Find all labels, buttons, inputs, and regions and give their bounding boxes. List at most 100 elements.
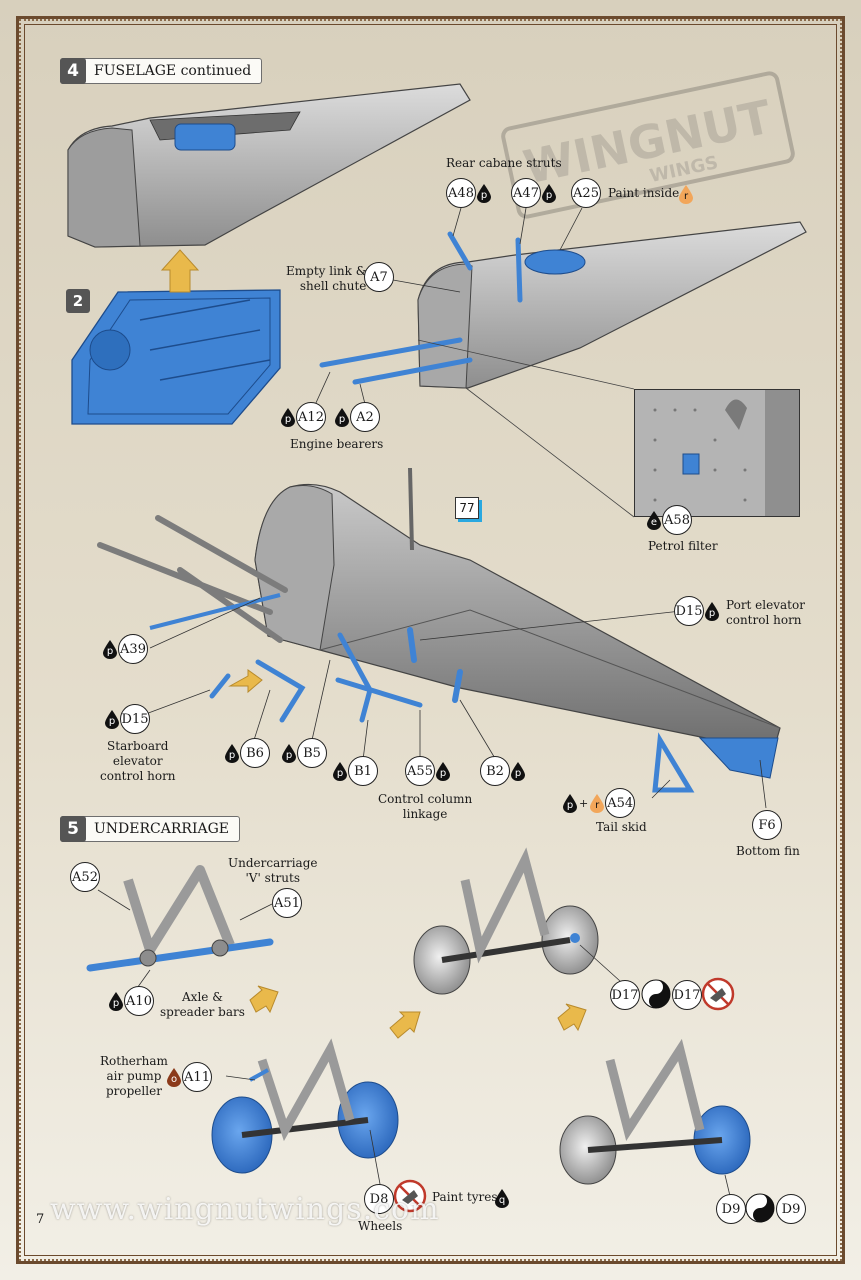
page-frame-inner bbox=[24, 24, 837, 1256]
part-d15-port: D15 p bbox=[674, 596, 720, 626]
step-number: 5 bbox=[60, 815, 86, 842]
arrow-down-right-2 bbox=[557, 1003, 587, 1032]
part-circle: A25 bbox=[571, 178, 601, 208]
label-line: 'V' struts bbox=[245, 871, 300, 885]
part-a55: A55 p bbox=[405, 756, 451, 786]
part-circle: A55 bbox=[405, 756, 435, 786]
part-circle: D17 bbox=[610, 980, 640, 1010]
part-circle: A7 bbox=[364, 262, 394, 292]
paint-drop-icon-r: r bbox=[678, 184, 694, 204]
label-tail-skid: Tail skid bbox=[596, 820, 647, 834]
part-a48: A48 p bbox=[446, 178, 492, 208]
step-5-header: 5 UNDERCARRIAGE bbox=[60, 815, 240, 842]
leader-lines-step5 bbox=[97, 889, 731, 1197]
paint-drop-icon: p bbox=[541, 183, 557, 203]
label-line: linkage bbox=[402, 807, 448, 821]
part-circle: A2 bbox=[350, 402, 380, 432]
label-paint-inside: Paint inside bbox=[608, 186, 680, 200]
blue-cockpit-frame bbox=[71, 289, 281, 425]
part-circle: A54 bbox=[605, 788, 636, 818]
fuselage-top-view bbox=[67, 83, 471, 248]
fuselage-main-view bbox=[97, 467, 781, 793]
part-a52: A52 bbox=[70, 862, 100, 892]
label-line: Undercarriage bbox=[228, 856, 318, 870]
part-b5: p B5 bbox=[281, 738, 327, 768]
part-b2: B2 p bbox=[480, 756, 526, 786]
part-a11: o A11 bbox=[166, 1062, 212, 1092]
part-d9-b: D9 bbox=[776, 1194, 806, 1224]
part-circle: A47 bbox=[511, 178, 541, 208]
label-starboard-horn: Starboard elevator control horn bbox=[100, 739, 176, 784]
paint-drop-icon-q: q bbox=[494, 1188, 510, 1208]
right-arrow-horn bbox=[228, 669, 263, 694]
two-tone-symbol-d17 bbox=[641, 979, 671, 1009]
label-wheels: Wheels bbox=[358, 1219, 403, 1233]
page-number: 7 bbox=[36, 1212, 45, 1227]
part-circle: A12 bbox=[296, 402, 326, 432]
part-d17-a: D17 bbox=[610, 980, 640, 1010]
part-circle: B2 bbox=[480, 756, 510, 786]
no-paint-symbol-d8 bbox=[393, 1179, 427, 1213]
undercarriage-blue-wheels bbox=[211, 1038, 399, 1174]
label-bottom-fin: Bottom fin bbox=[736, 844, 800, 858]
part-a2: p A2 bbox=[334, 402, 380, 432]
label-line: Starboard bbox=[107, 739, 169, 753]
paint-drop-icon: p bbox=[562, 793, 578, 813]
paint-drop-icon: p bbox=[332, 761, 348, 781]
part-circle: D8 bbox=[364, 1184, 394, 1214]
fuselage-with-struts bbox=[319, 221, 807, 518]
label-rear-cabane: Rear cabane struts bbox=[446, 156, 562, 170]
petrol-filter-inset bbox=[634, 389, 800, 517]
label-line: Rotherham bbox=[100, 1054, 168, 1068]
part-a54: p + r A54 bbox=[562, 788, 636, 818]
label-empty-link: Empty link & shell chute bbox=[286, 264, 366, 294]
part-circle: F6 bbox=[752, 810, 782, 840]
part-f6: F6 bbox=[752, 810, 782, 840]
wingnut-wings-logo: WINGNUT WINGS bbox=[498, 60, 798, 230]
label-rotherham: Rotherham air pump propeller bbox=[100, 1054, 168, 1099]
paint-drop-icon: e bbox=[646, 510, 662, 530]
label-line: propeller bbox=[105, 1084, 162, 1098]
part-circle: D15 bbox=[674, 596, 704, 626]
paint-drop-icon: p bbox=[476, 183, 492, 203]
website-watermark: www.wingnutwings.com bbox=[50, 1192, 440, 1227]
two-tone-symbol-d9 bbox=[745, 1193, 775, 1223]
part-circle: D9 bbox=[716, 1194, 746, 1224]
undercarriage-struts bbox=[86, 865, 274, 972]
label-line: control horn bbox=[726, 613, 802, 627]
step-title: UNDERCARRIAGE bbox=[94, 821, 229, 837]
part-a12: p A12 bbox=[280, 402, 326, 432]
label-engine-bearers: Engine bearers bbox=[290, 437, 384, 451]
part-circle: A10 bbox=[124, 986, 154, 1016]
sub-step-number: 2 bbox=[66, 289, 90, 313]
label-uc-struts: Undercarriage 'V' struts bbox=[228, 856, 317, 886]
step-title: FUSELAGE continued bbox=[94, 63, 252, 79]
paint-drop-icon: p bbox=[224, 743, 240, 763]
paint-drop-icon: p bbox=[334, 407, 350, 427]
undercarriage-final-wheels bbox=[559, 1038, 751, 1185]
label-control-column: Control column linkage bbox=[378, 792, 472, 822]
paint-drop-icon-r: r bbox=[589, 793, 605, 813]
paint-drop-icon-o: o bbox=[166, 1067, 182, 1087]
part-a51: A51 bbox=[272, 888, 302, 918]
part-a7: A7 bbox=[364, 262, 394, 292]
part-circle: A52 bbox=[70, 862, 100, 892]
part-circle: D9 bbox=[776, 1194, 806, 1224]
page-frame-outer bbox=[16, 16, 845, 1264]
part-a25: A25 bbox=[571, 178, 601, 208]
reference-box: 77 bbox=[455, 497, 479, 519]
part-a10: p A10 bbox=[108, 986, 154, 1016]
part-circle: D17 bbox=[672, 980, 702, 1010]
part-circle: A11 bbox=[182, 1062, 212, 1092]
part-b1: p B1 bbox=[332, 756, 378, 786]
paint-drop-icon: p bbox=[102, 639, 118, 659]
paint-drop-icon: p bbox=[704, 601, 720, 621]
paint-drop-icon: p bbox=[435, 761, 451, 781]
part-circle: B5 bbox=[297, 738, 327, 768]
label-line: Axle & bbox=[182, 990, 223, 1004]
paint-drop-icon: p bbox=[104, 709, 120, 729]
label-line: air pump bbox=[106, 1069, 162, 1083]
part-a39: p A39 bbox=[102, 634, 148, 664]
label-line: shell chute bbox=[299, 279, 367, 293]
part-a58: e A58 bbox=[646, 505, 692, 535]
